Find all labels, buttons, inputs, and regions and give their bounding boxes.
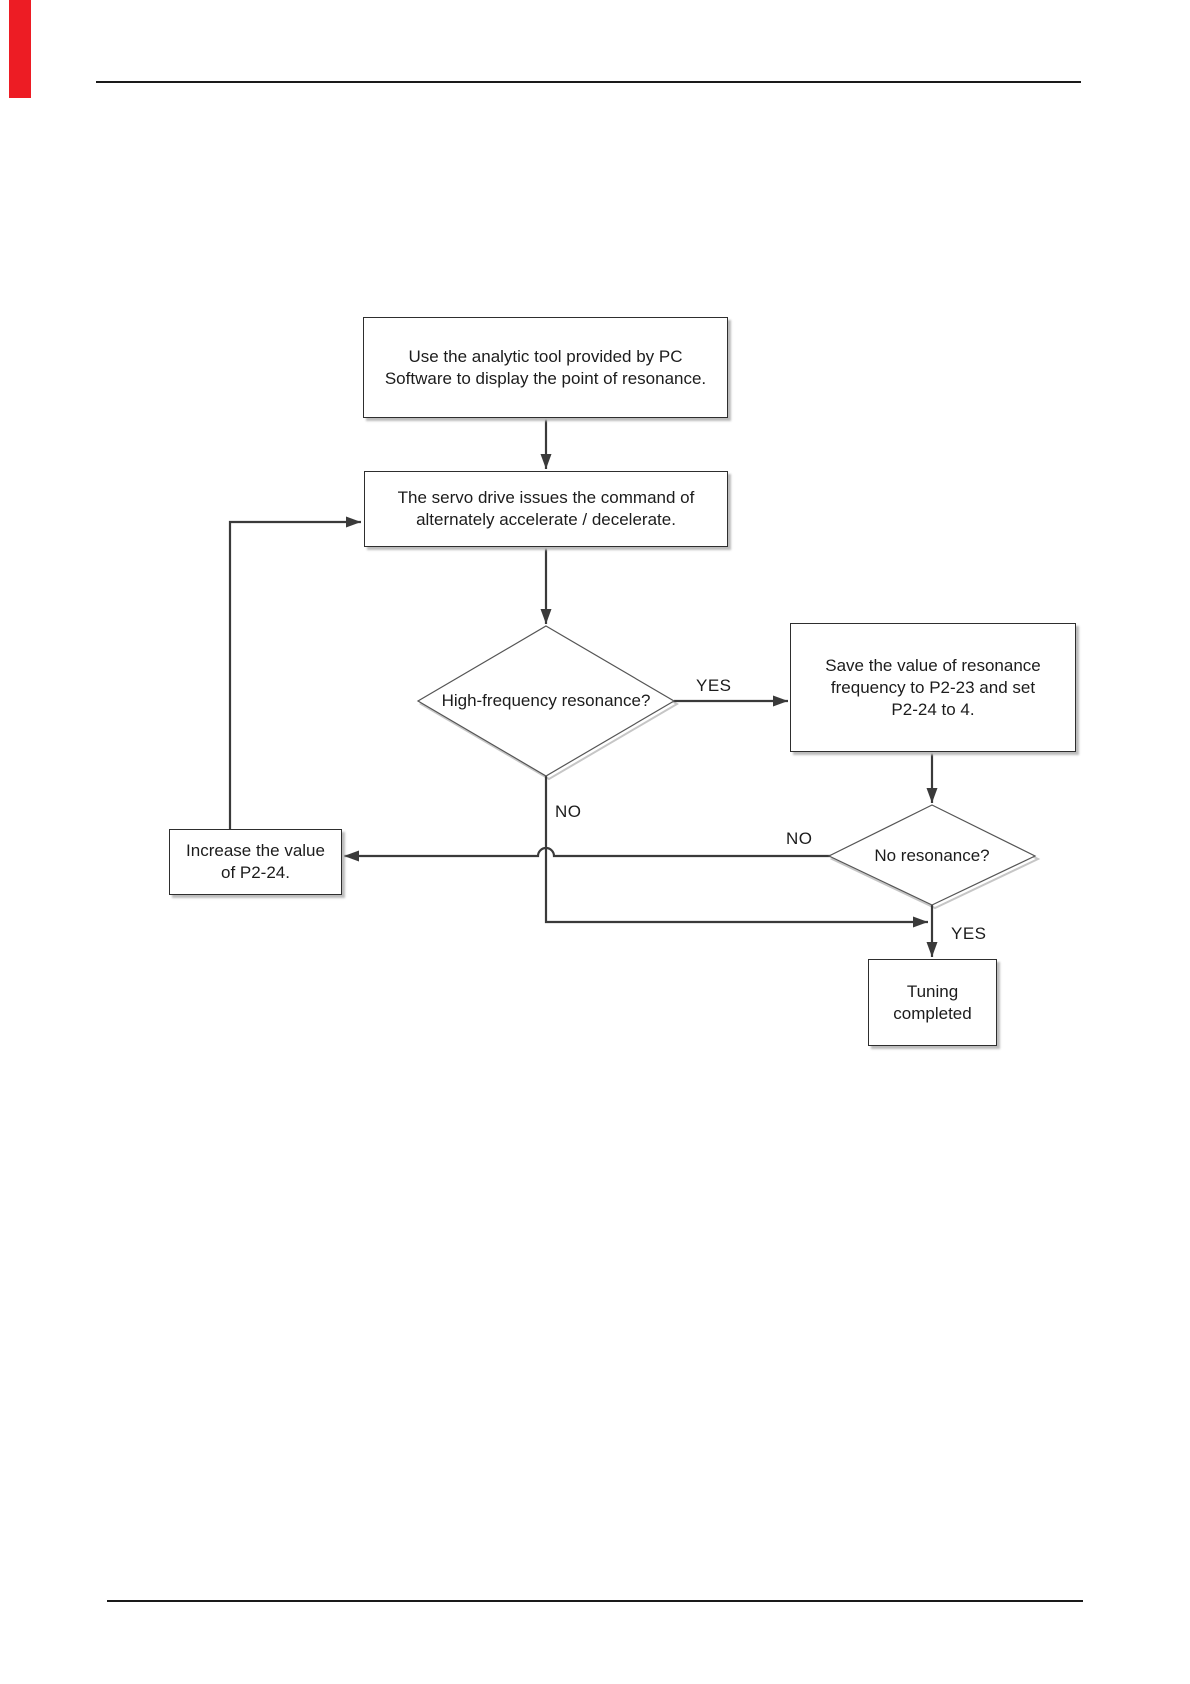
- hf-resonance-diamond: [416, 625, 676, 777]
- hf-resonance-label: High-frequency resonance?: [441, 691, 651, 710]
- edge-no-resonance-no-to-increase: [344, 846, 831, 862]
- node-save-resonance: Save the value of resonance frequency to…: [790, 623, 1076, 752]
- header-rule: [96, 81, 1081, 83]
- edge-label-nores-no: NO: [786, 829, 813, 848]
- node-tuning-completed-label: Tuning completed: [893, 981, 972, 1023]
- node-increase-p224: Increase the value of P2-24.: [169, 829, 342, 895]
- node-command-label: The servo drive issues the command of al…: [397, 488, 695, 529]
- edge-label-hf-no: NO: [555, 802, 582, 821]
- footer-rule: [107, 1600, 1083, 1602]
- no-resonance-label: No resonance?: [874, 846, 990, 865]
- edge-hf-no-to-merge: [544, 776, 928, 928]
- node-tuning-completed: Tuning completed: [868, 959, 997, 1046]
- edge-label-nores-yes: YES: [951, 924, 987, 943]
- edge-increase-feedback-to-command: [228, 516, 361, 829]
- node-increase-p224-label: Increase the value of P2-24.: [186, 841, 325, 882]
- chapter-edge-tab: [9, 0, 31, 98]
- node-start-label: Use the analytic tool provided by PC Sof…: [384, 346, 707, 388]
- no-resonance-diamond: [827, 804, 1037, 906]
- edge-label-hf-yes: YES: [696, 676, 732, 695]
- node-command: The servo drive issues the command of al…: [364, 471, 728, 547]
- node-save-resonance-label: Save the value of resonance frequency to…: [825, 655, 1041, 719]
- node-start: Use the analytic tool provided by PC Sof…: [363, 317, 728, 418]
